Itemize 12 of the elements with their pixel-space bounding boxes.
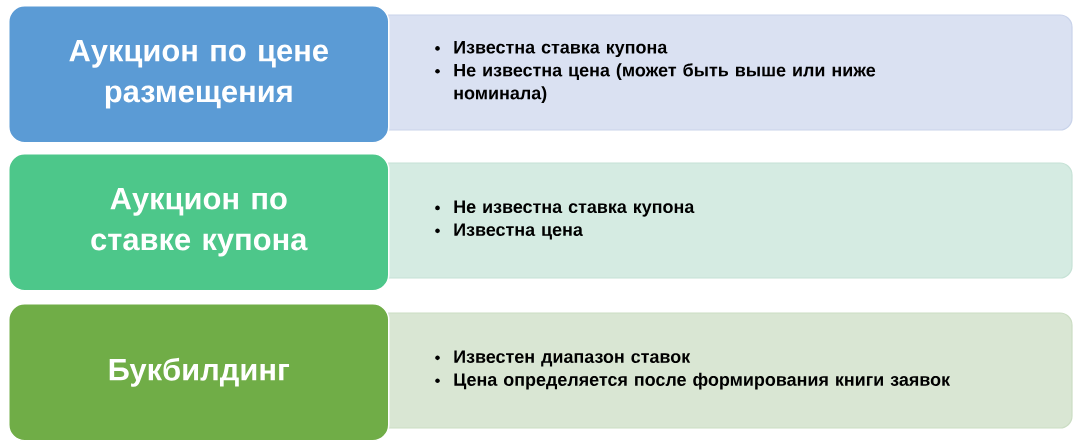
bullet-item: Известна ставка купона [454,41,668,58]
title-box: Аукцион по ставке купона [8,153,390,292]
bullet-item: Цена определяется после формирования книги заявок [454,372,951,390]
bullet-item: Известна цена [454,223,583,240]
bullet-item: Не известна цена (может быть выше или ниже номинала) [454,63,876,103]
description-box [387,162,1073,279]
description-box [387,14,1073,131]
description-box [387,312,1073,429]
title-box: Букбилдинг [8,303,390,442]
bullet-item: Известен диапазон ставок [454,350,691,367]
title-box: Аукцион по цене размещения [8,5,390,144]
bullet-item: Не известна ставка купона [454,200,695,217]
